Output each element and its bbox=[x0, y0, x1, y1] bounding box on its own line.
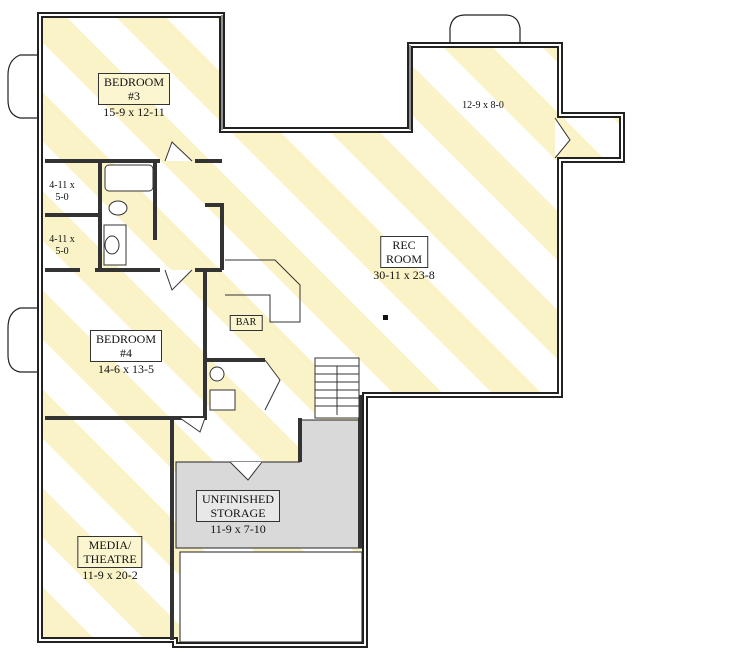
lower-room bbox=[179, 551, 363, 643]
floor-drain bbox=[383, 315, 388, 320]
bedroom3-size: 15-9 x 12-11 bbox=[103, 105, 165, 119]
bedroom3-name: BEDROOM bbox=[103, 75, 165, 89]
bedroom4-name: BEDROOM bbox=[95, 332, 157, 346]
media-name-1: MEDIA/ bbox=[88, 538, 132, 552]
closet-upper-size-2: 5-0 bbox=[55, 192, 69, 203]
bar-name: BAR bbox=[229, 315, 263, 331]
closet-upper-size-1: 4-11 x bbox=[49, 180, 75, 191]
toilet bbox=[108, 200, 128, 216]
rec-room-size: 30-11 x 23-8 bbox=[373, 268, 435, 282]
bedroom4-size: 14-6 x 13-5 bbox=[97, 362, 154, 376]
bedroom4-number: #4 bbox=[119, 346, 132, 360]
bathtub bbox=[104, 164, 154, 192]
storage-name-2: STORAGE bbox=[210, 506, 266, 520]
interior-walls bbox=[45, 159, 362, 640]
media-size: 11-9 x 20-2 bbox=[82, 568, 138, 582]
storage-name-1: UNFINISHED bbox=[202, 492, 274, 506]
closet-lower-size-2: 5-0 bbox=[55, 246, 69, 257]
stairs bbox=[314, 357, 360, 419]
bedroom3-number: #3 bbox=[127, 89, 140, 103]
rec-room-name-2: ROOM bbox=[385, 252, 423, 266]
water-heater bbox=[209, 366, 225, 382]
closet-lower-size-1: 4-11 x bbox=[49, 234, 75, 245]
media-name-2: THEATRE bbox=[83, 552, 137, 566]
bedroom3-label: BEDROOM#3 15-9 x 12-11 bbox=[97, 73, 171, 119]
bar-label: BAR bbox=[229, 315, 263, 331]
alcove-size: 12-9 x 8-0 bbox=[462, 100, 504, 111]
doors bbox=[164, 117, 571, 481]
sink bbox=[104, 235, 120, 255]
left-bay-window-upper bbox=[7, 54, 40, 119]
washer bbox=[209, 389, 236, 411]
top-bay-window bbox=[449, 14, 521, 45]
rec-room-name-1: REC bbox=[392, 238, 416, 252]
bedroom4-label: BEDROOM#4 14-6 x 13-5 bbox=[89, 330, 163, 376]
left-bay-window-lower bbox=[7, 307, 40, 373]
media-theatre-label: MEDIA/THEATRE 11-9 x 20-2 bbox=[77, 536, 143, 582]
bar-counter bbox=[225, 259, 301, 323]
storage-size: 11-9 x 7-10 bbox=[210, 522, 266, 536]
